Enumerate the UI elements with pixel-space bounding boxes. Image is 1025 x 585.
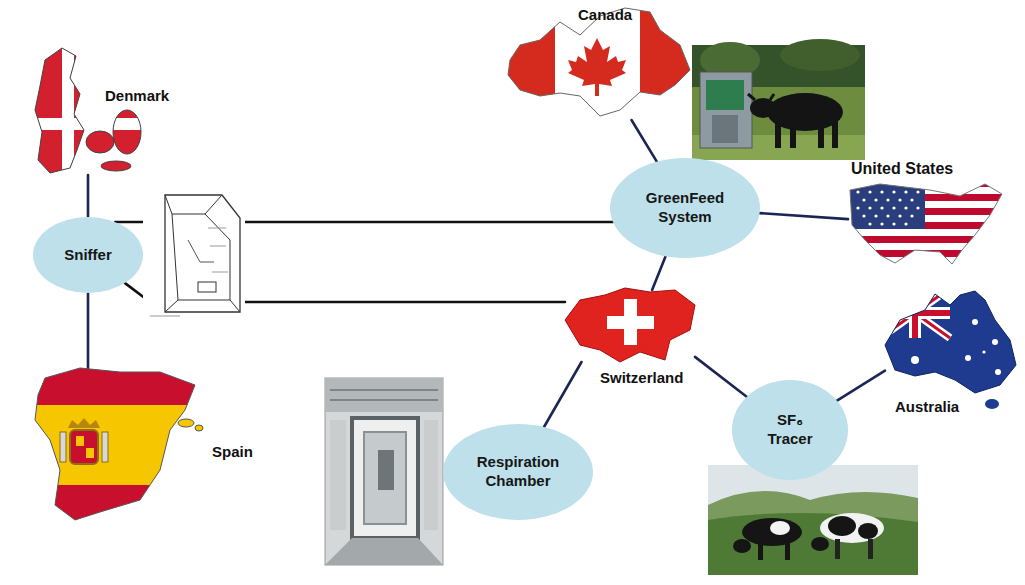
method-ellipse: SF₆ Tracer [732, 380, 848, 480]
connector-line [87, 293, 90, 368]
country-map-label: Canada [505, 3, 693, 123]
country-name: Australia [895, 398, 959, 417]
spain-map [28, 363, 208, 530]
ellipse-fill [610, 158, 760, 258]
method-ellipse: Sniffer [33, 217, 143, 293]
chamber-photo [325, 378, 443, 565]
australia-map [880, 288, 1020, 409]
country-map-label: Denmark [30, 45, 170, 177]
switzerland-map [560, 285, 700, 365]
country-map-label: Spain [28, 363, 263, 528]
connector-line [652, 256, 666, 290]
country-map-label: United States [845, 157, 1010, 272]
ellipse-fill [33, 217, 143, 293]
country-name: Denmark [105, 87, 169, 106]
method-name: Sniffer [64, 246, 112, 265]
connector-line [695, 357, 747, 397]
ellipse-fill [732, 380, 848, 480]
country-map-label: Australia [880, 288, 1020, 418]
method-name: SF₆ Tracer [760, 411, 820, 449]
method-ellipse: Respiration Chamber [443, 424, 593, 520]
denmark-map [30, 45, 165, 180]
usa-map [845, 180, 1007, 272]
connector-line [632, 120, 657, 162]
method-name: Respiration Chamber [468, 453, 568, 491]
country-map-label: Switzerland [555, 285, 705, 393]
sniffer-schematic [143, 185, 245, 320]
method-name: GreenFeed System [635, 189, 735, 227]
connector-line [760, 213, 848, 219]
country-name: Spain [212, 443, 253, 462]
ellipse-fill [443, 424, 593, 520]
method-ellipse: GreenFeed System [610, 158, 760, 258]
canada-map [505, 3, 695, 123]
pasture-photo [708, 465, 918, 575]
country-name: United States [851, 159, 953, 179]
connector-line [87, 175, 90, 217]
connector-line [544, 362, 582, 427]
country-name: Switzerland [600, 369, 683, 388]
connector-line [837, 371, 885, 401]
greenfeed-photo [692, 39, 865, 160]
country-name: Canada [578, 6, 632, 25]
